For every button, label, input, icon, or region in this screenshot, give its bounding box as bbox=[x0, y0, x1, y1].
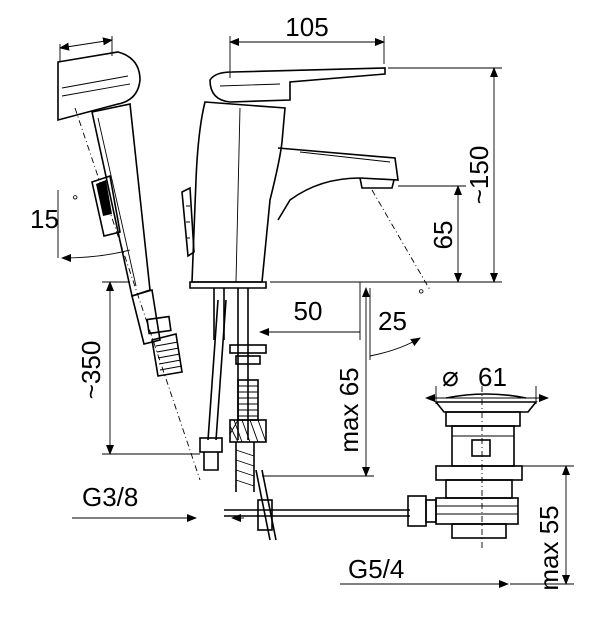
dimension-150: ~150 bbox=[270, 67, 502, 283]
dim-105-label: 105 bbox=[285, 12, 328, 42]
dim-61-diameter-symbol: ⌀ bbox=[442, 361, 459, 392]
dim-65-label: 65 bbox=[428, 221, 458, 250]
dimension-50: 50 bbox=[259, 282, 361, 340]
dim-150-label: ~150 bbox=[464, 146, 494, 205]
thread-g54: G5/4 bbox=[340, 554, 509, 588]
dim-25-label: 25 bbox=[378, 306, 407, 336]
dim-25-degree: ° bbox=[418, 287, 424, 304]
dimension-25deg: 25 ° bbox=[369, 189, 431, 360]
dim-50-label: 50 bbox=[294, 296, 323, 326]
thread-g38: G3/8 bbox=[72, 482, 244, 522]
dim-61-label: 61 bbox=[478, 362, 507, 392]
dim-15-label: 15 bbox=[30, 204, 59, 234]
dimension-350: ~350 bbox=[76, 281, 200, 455]
thread-g54-label: G5/4 bbox=[348, 554, 404, 584]
dimension-15deg: 15 ° bbox=[30, 193, 78, 234]
supply-hoses bbox=[199, 288, 277, 541]
dimension-61: ⌀ 61 bbox=[425, 361, 549, 404]
dim-max55-label: max 55 bbox=[534, 505, 564, 590]
dimension-65: 65 bbox=[398, 185, 466, 283]
shower-top-dimension bbox=[59, 36, 113, 62]
dim-15-degree: ° bbox=[72, 193, 78, 210]
waste-fitting bbox=[224, 386, 538, 548]
dimension-105: 105 bbox=[229, 12, 385, 78]
mixer-body bbox=[181, 67, 399, 289]
hand-shower bbox=[57, 51, 201, 481]
dimension-max65: max 65 bbox=[262, 287, 374, 477]
dim-max65-label: max 65 bbox=[334, 367, 364, 452]
dimension-max55: max 55 bbox=[510, 465, 574, 591]
dim-350-label: ~350 bbox=[76, 341, 106, 400]
thread-g38-label: G3/8 bbox=[82, 482, 138, 512]
